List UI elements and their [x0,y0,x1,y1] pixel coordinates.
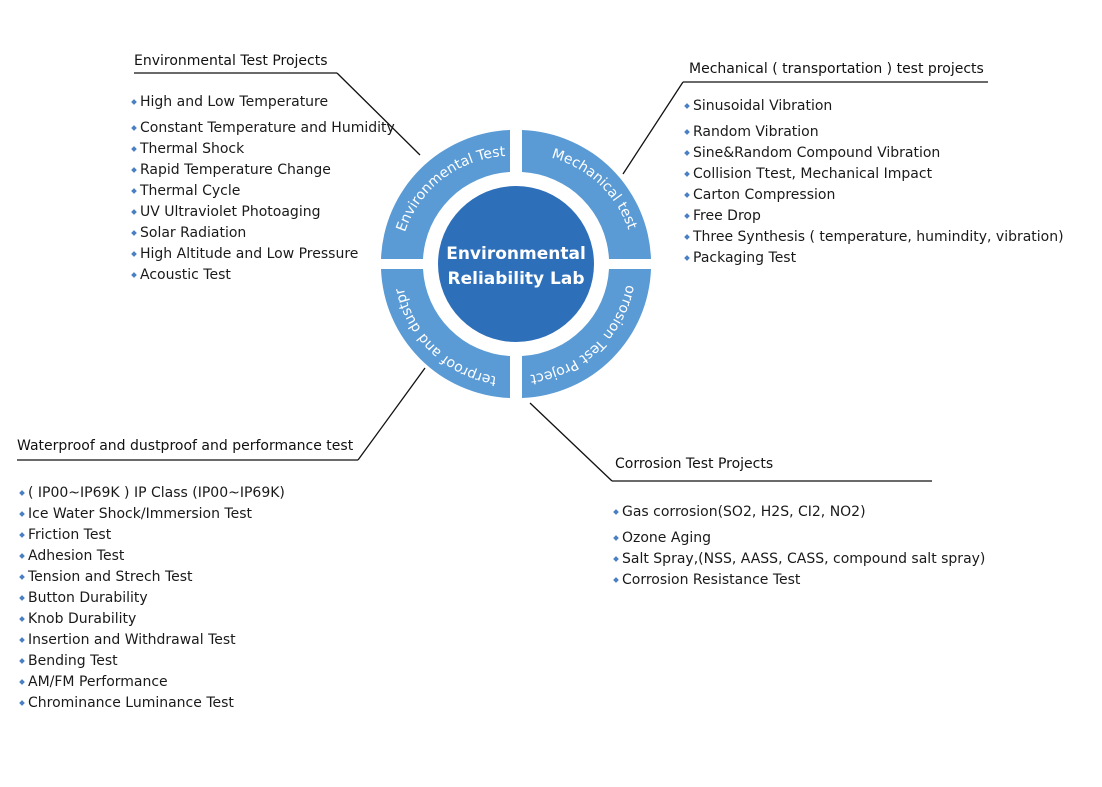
hub-label-line2: Reliability Lab [448,269,585,289]
list-item: Packaging Test [684,248,1064,269]
connector-mechanical-diagonal [622,81,684,175]
list-item: Salt Spray,(NSS, AASS, CASS, compound sa… [613,549,985,570]
segment-waterproof [381,269,510,398]
list-item: Insertion and Withdrawal Test [19,630,285,651]
list-item: Rapid Temperature Change [131,160,395,181]
list-item: Solar Radiation [131,223,395,244]
list-item: Sinusoidal Vibration [684,96,1064,117]
list-item: Knob Durability [19,609,285,630]
list-item: Ozone Aging [613,528,985,549]
segment-corrosion [522,269,651,398]
hub-label-line1: Environmental [446,244,586,264]
list-item: Adhesion Test [19,546,285,567]
group-list-waterproof: ( IP00~IP69K ) IP Class (IP00~IP69K) Ice… [19,483,285,714]
list-item: High and Low Temperature [131,92,395,113]
group-title-mechanical: Mechanical ( transportation ) test proje… [689,61,984,77]
list-item: Tension and Strech Test [19,567,285,588]
list-item: Ice Water Shock/Immersion Test [19,504,285,525]
list-item: Constant Temperature and Humidity [131,118,395,139]
list-item: Sine&Random Compound Vibration [684,143,1064,164]
list-item: UV Ultraviolet Photoaging [131,202,395,223]
list-item: Bending Test [19,651,285,672]
list-item: Acoustic Test [131,265,395,286]
connector-corrosion-diagonal [529,402,613,482]
group-list-corrosion: Gas corrosion(SO2, H2S, CI2, NO2) Ozone … [613,502,985,591]
group-title-environmental: Environmental Test Projects [134,53,328,69]
connector-environmental-diagonal [336,72,421,156]
list-item: Free Drop [684,206,1064,227]
list-item: ( IP00~IP69K ) IP Class (IP00~IP69K) [19,483,285,504]
list-item: Gas corrosion(SO2, H2S, CI2, NO2) [613,502,985,523]
group-title-corrosion: Corrosion Test Projects [615,456,774,472]
segment-mechanical [522,130,651,259]
list-item: Random Vibration [684,122,1064,143]
list-item: Corrosion Resistance Test [613,570,985,591]
list-item: Button Durability [19,588,285,609]
list-item: Collision Ttest, Mechanical Impact [684,164,1064,185]
group-list-environmental: High and Low Temperature Constant Temper… [131,92,395,286]
connectors [17,72,988,482]
group-list-mechanical: Sinusoidal Vibration Random Vibration Si… [684,96,1064,269]
list-item: Three Synthesis ( temperature, humindity… [684,227,1064,248]
list-item: Friction Test [19,525,285,546]
list-item: Chrominance Luminance Test [19,693,285,714]
list-item: Carton Compression [684,185,1064,206]
connector-waterproof-diagonal [357,367,426,461]
hub-circle [438,186,594,342]
ring [381,130,651,398]
list-item: Thermal Shock [131,139,395,160]
list-item: AM/FM Performance [19,672,285,693]
list-item: Thermal Cycle [131,181,395,202]
segment-environmental [381,130,510,259]
group-title-waterproof: Waterproof and dustproof and performance… [17,438,354,454]
list-item: High Altitude and Low Pressure [131,244,395,265]
